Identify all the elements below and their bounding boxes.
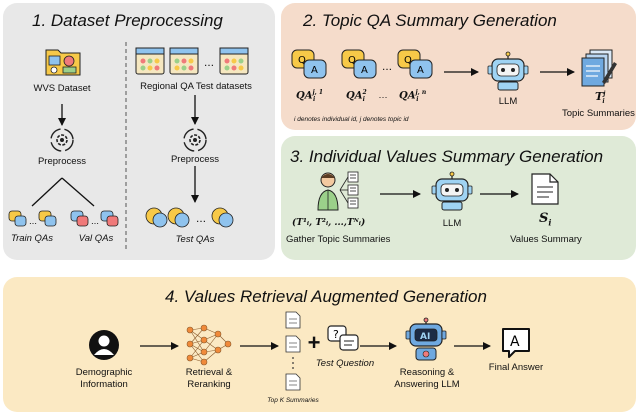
- llm-label-panel3: LLM: [442, 218, 462, 229]
- s-text: S: [539, 211, 549, 226]
- train-qas-label: Train QAs: [10, 233, 54, 244]
- t-sup: j: [603, 90, 606, 98]
- test-qas-label: Test QAs: [175, 234, 215, 245]
- qa-sup: 2: [362, 89, 367, 96]
- regional-qa-datasets-icon: …: [135, 47, 249, 75]
- svg-text:…: …: [91, 217, 99, 226]
- panel3-title: 3. Individual Values Summary Generation: [290, 147, 604, 166]
- s-sub: i: [548, 217, 552, 228]
- answer-glyph: A: [510, 334, 520, 350]
- qa-text: QA: [399, 90, 416, 102]
- qa-symbol-n: QAj, ni: [399, 89, 426, 104]
- preprocess-gear-icon: [50, 128, 74, 152]
- regional-qa-label: Regional QA Test datasets: [140, 81, 252, 92]
- plus-sign: +: [307, 330, 321, 355]
- retrieval-reranking-label: Retrieval &Reranking: [172, 367, 246, 391]
- svg-text:A: A: [417, 65, 424, 76]
- qa-ellipsis: …: [378, 90, 388, 101]
- topic-summary-symbol: Tji: [595, 90, 605, 105]
- values-summary-symbol: Si: [539, 211, 551, 228]
- val-qas-label: Val QAs: [78, 233, 114, 244]
- values-summary-document-icon: [531, 173, 559, 205]
- retrieval-network-icon: [186, 324, 232, 366]
- topic-summaries-docs-icon: [581, 49, 617, 87]
- retr-line1: Retrieval &: [185, 367, 233, 378]
- ai-text: AI: [420, 332, 430, 342]
- topic-summaries-tuple: (T¹ᵢ, T²ᵢ, ...,Tᴺᵢ): [292, 218, 366, 228]
- llm-robot-icon: [431, 171, 473, 211]
- test-question-icon: ?: [327, 325, 359, 351]
- svg-text:Q: Q: [348, 55, 356, 66]
- ai-robot-icon: AI: [405, 317, 447, 361]
- qa-sub: i: [362, 96, 365, 104]
- svg-text:…: …: [29, 217, 37, 226]
- val-qa-bubbles-icon: …: [70, 210, 119, 227]
- demo-line1: Demographic: [75, 367, 133, 378]
- retr-line2: Reranking: [187, 379, 231, 390]
- qa-symbol-1: QAj, 1i: [296, 89, 323, 104]
- svg-text:…: …: [204, 58, 214, 69]
- qa-sub: i: [313, 96, 316, 104]
- qa-text: QA: [346, 90, 363, 102]
- preprocess-right-label: Preprocess: [170, 154, 220, 165]
- svg-text:Q: Q: [404, 55, 412, 66]
- svg-text:?: ?: [333, 328, 339, 341]
- t-sub: i: [602, 98, 605, 106]
- reasoning-llm-label: Reasoning &Answering LLM: [390, 367, 464, 391]
- preprocess-left-label: Preprocess: [37, 156, 87, 167]
- test-qa-bubbles-icon: …: [145, 207, 234, 228]
- svg-text:…: …: [196, 214, 206, 225]
- qa-sup: j, n: [415, 89, 427, 96]
- preprocess-gear-icon: [183, 128, 207, 152]
- svg-text:A: A: [311, 65, 318, 76]
- top-k-summaries-label: Top K Summaries: [267, 397, 319, 404]
- qa-symbol-2: QA2i: [346, 89, 367, 104]
- panel2-title: 2. Topic QA Summary Generation: [303, 11, 557, 30]
- qa-pairs-icons: Q A Q A … Q A: [291, 49, 433, 79]
- demo-line2: Information: [80, 379, 128, 390]
- person-gathering-icon: [317, 171, 359, 211]
- t-text: T: [595, 90, 604, 103]
- svg-text:…: …: [382, 62, 392, 73]
- qa-text: QA: [296, 90, 313, 102]
- panel4-title: 4. Values Retrieval Augmented Generation: [165, 287, 487, 306]
- topic-summaries-label: Topic Summaries: [562, 108, 635, 119]
- reason-line1: Reasoning &: [399, 367, 455, 378]
- index-note: i denotes individual id, j denotes topic…: [294, 116, 409, 123]
- svg-text:Q: Q: [298, 55, 306, 66]
- panel1-title: 1. Dataset Preprocessing: [32, 11, 223, 30]
- gather-topic-summaries-label: Gather Topic Summaries: [286, 234, 391, 245]
- svg-text:A: A: [361, 65, 368, 76]
- llm-robot-icon: [487, 51, 529, 91]
- wvs-dataset-label: WVS Dataset: [33, 83, 91, 94]
- values-summary-label: Values Summary: [510, 234, 582, 245]
- llm-label-panel2: LLM: [498, 96, 518, 107]
- final-answer-icon: A: [502, 328, 530, 358]
- train-qa-bubbles-icon: …: [8, 210, 57, 227]
- dataset-folder-icon: [45, 49, 81, 76]
- qa-sup: j, 1: [312, 89, 324, 96]
- test-question-label: Test Question: [315, 358, 375, 369]
- demographic-person-icon: [89, 330, 119, 360]
- topic-qa-summary-panel: [281, 3, 636, 130]
- qa-sub: i: [416, 96, 419, 104]
- reason-line2: Answering LLM: [394, 379, 460, 390]
- top-k-documents-icon: [285, 311, 301, 391]
- final-answer-label: Final Answer: [488, 362, 544, 373]
